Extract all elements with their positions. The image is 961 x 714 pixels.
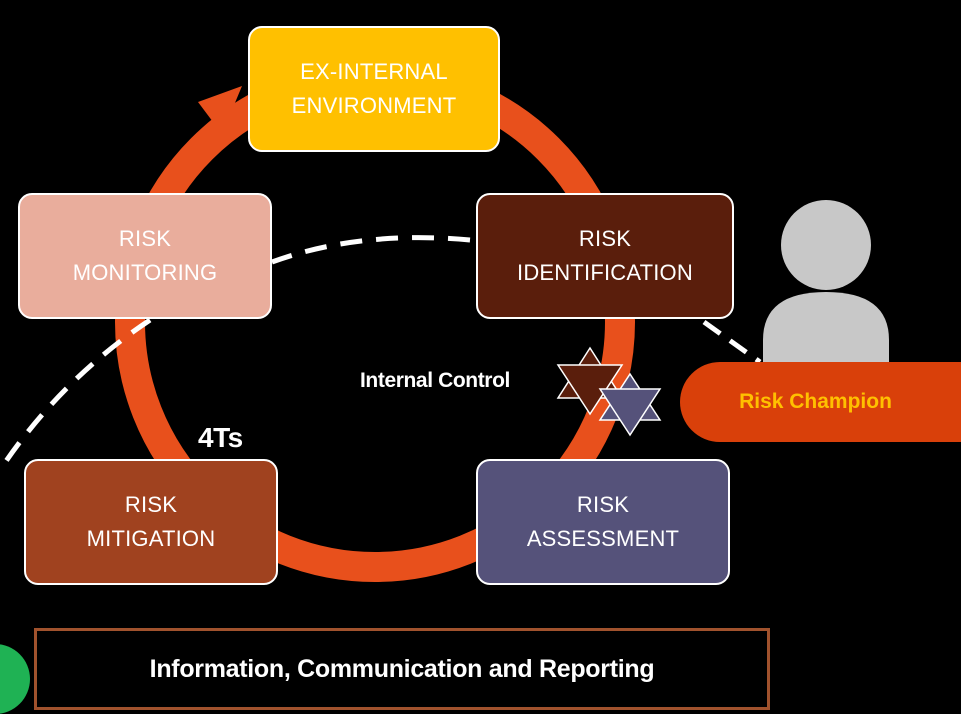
reporting-label: Information, Communication and Reporting [149,654,655,683]
person-icon [763,200,889,362]
risk-monitoring-box: RISK MONITORING [18,193,272,319]
risk-champion-label: Risk Champion [739,390,892,413]
person-body [763,292,889,362]
risk-identification-box: RISK IDENTIFICATION [476,193,734,319]
identification-line2: IDENTIFICATION [517,260,693,285]
monitoring-line1: RISK [118,225,172,251]
risk-mitigation-box: RISK MITIGATION [24,459,278,585]
risk-champion-badge: Risk Champion [680,362,961,442]
reporting-banner: Information, Communication and Reporting [34,628,770,710]
risk-assessment-box: RISK ASSESSMENT [476,459,730,585]
ex-internal-environment-box: EX-INTERNAL ENVIRONMENT [248,26,500,152]
four-ts-label: 4Ts [198,422,243,453]
internal-control-star-light-icon [598,372,662,437]
dashed-connector-champion [702,319,762,365]
identification-line1: RISK [578,225,632,251]
dashed-connector-top [271,235,471,265]
internal-control-label: Internal Control [360,369,510,392]
internal-control-star-dark-icon [556,346,624,416]
mitigation-line1: RISK [124,491,178,517]
person-head [781,200,871,290]
assessment-line2: ASSESSMENT [526,526,680,551]
star-light-down [598,388,662,437]
environment-line2: ENVIRONMENT [291,93,457,118]
environment-line1: EX-INTERNAL [300,58,448,84]
assessment-line1: RISK [576,491,630,517]
mitigation-line2: MITIGATION [86,526,216,551]
dashed-connector-left [0,317,152,472]
cycle-arrowhead-icon [198,86,242,134]
monitoring-line2: MONITORING [72,260,218,285]
